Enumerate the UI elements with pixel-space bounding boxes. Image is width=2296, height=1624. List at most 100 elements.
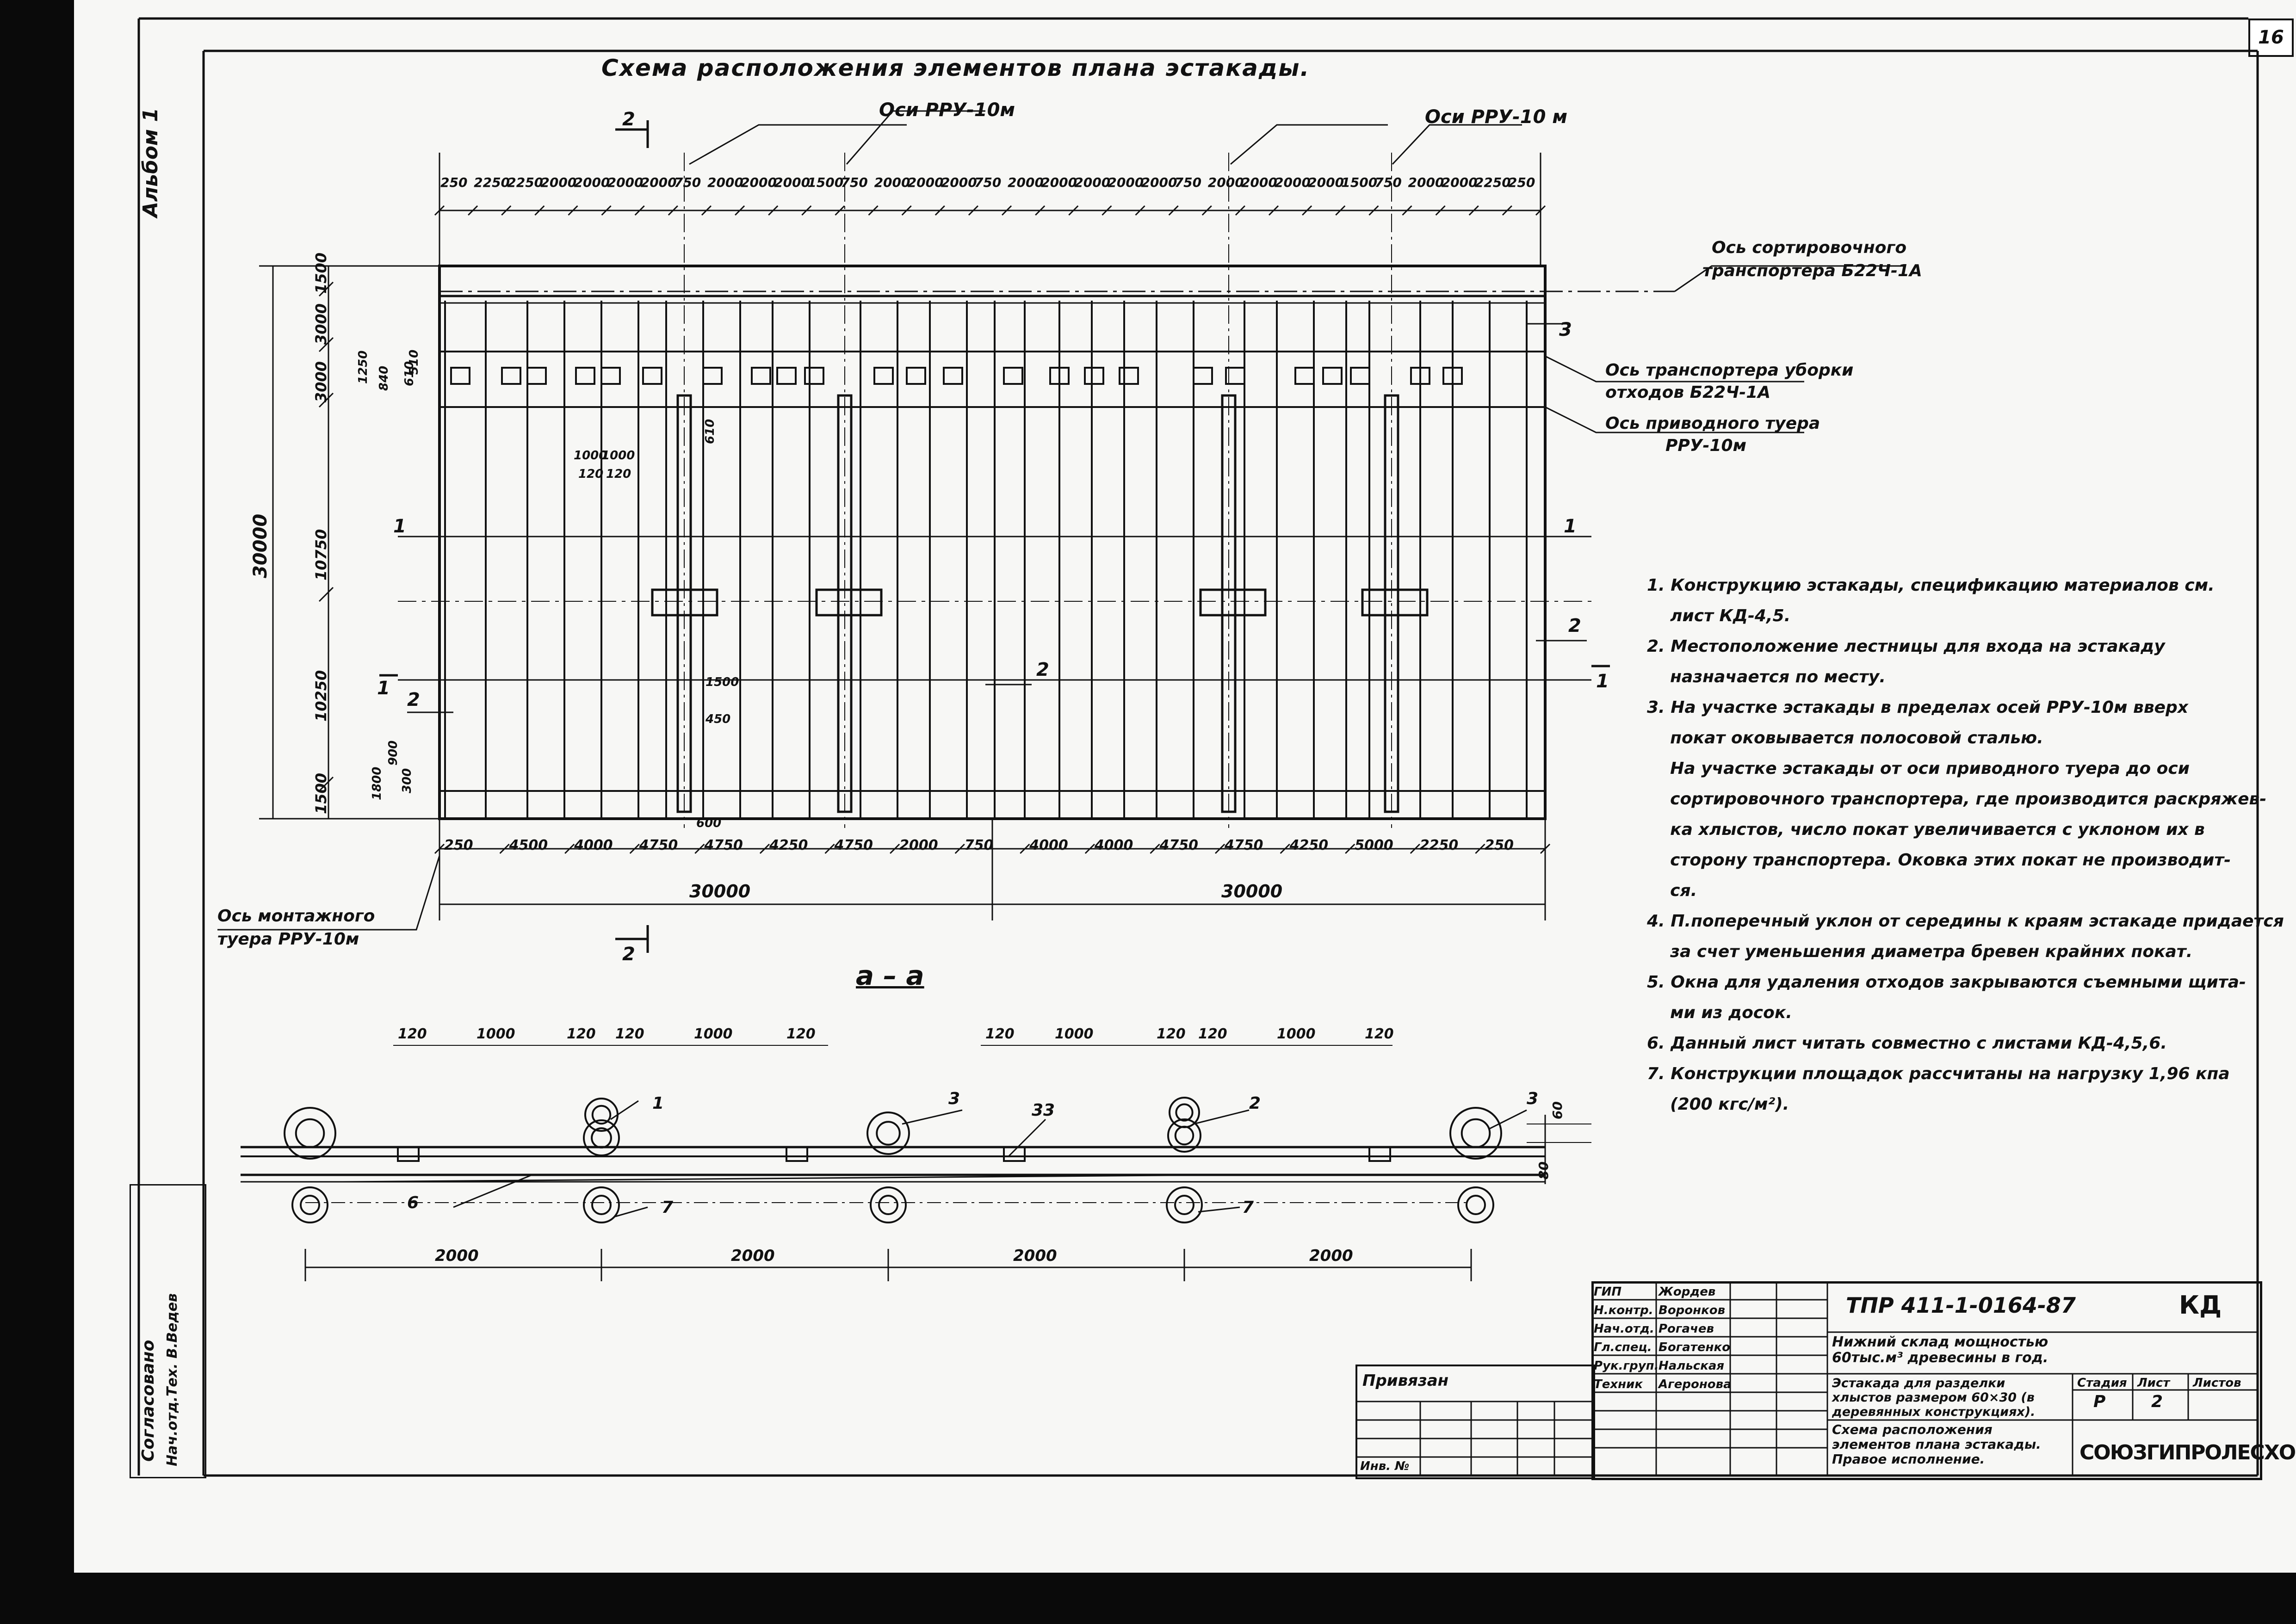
waste-conveyor-axis-label-2: отходов Б22Ч-1А — [1605, 383, 1771, 402]
top-dim-value: 750 — [1374, 175, 1402, 190]
dim-tick — [668, 205, 678, 216]
waste-window — [1350, 367, 1370, 385]
plank-lines — [444, 301, 1528, 819]
section-callout: 3 — [1527, 1089, 1539, 1108]
dim-tick — [568, 205, 578, 216]
note-line: сортировочного транспортера, где произво… — [1647, 790, 2267, 809]
section-top-dim: 120 — [567, 1026, 596, 1042]
note-line: На участке эстакады от оси приводного ту… — [1647, 759, 2190, 778]
section-top-dim: 120 — [1198, 1026, 1227, 1042]
waste-window — [1322, 367, 1343, 385]
top-dim-value: 2000 — [941, 175, 977, 190]
waste-window — [600, 367, 621, 385]
section-top-dim: 1000 — [694, 1026, 733, 1042]
dim-tick — [954, 843, 965, 854]
log-ring — [878, 1195, 898, 1215]
tb-name: Жордев — [1659, 1285, 1716, 1299]
waste-window — [1049, 367, 1070, 385]
scan-border-left — [0, 0, 74, 1624]
internal-dim-value: 610 — [703, 419, 717, 444]
top-dim-value: 2000 — [774, 175, 811, 190]
section-label: 1 — [1596, 671, 1609, 692]
waste-window — [642, 367, 662, 385]
stage-mark: КД — [2179, 1291, 2222, 1320]
top-dim-value: 2000 — [574, 175, 610, 190]
section-top-dim: 1000 — [477, 1026, 515, 1042]
bottom-dim-value: 4000 — [1029, 837, 1068, 853]
callout-leader — [453, 1174, 532, 1208]
dim-tick — [501, 205, 512, 216]
dim-tick — [629, 843, 640, 854]
callout-leader — [902, 1109, 963, 1125]
note-line: ка хлыстов, число покат увеличивается с … — [1647, 820, 2205, 839]
dim-tick — [1540, 843, 1551, 854]
bottom-dim-value: 250 — [444, 837, 473, 853]
sheet-frame — [137, 17, 2259, 1477]
waste-window — [873, 367, 894, 385]
page-number: 16 — [2258, 27, 2284, 48]
callout-leader — [610, 1100, 639, 1120]
side-stamp-line-1: Согласовано — [139, 1340, 158, 1462]
waste-window — [501, 367, 521, 385]
section-label: 1 — [377, 678, 390, 699]
top-dim-value: 2250 — [507, 175, 544, 190]
top-dim-value: 2000 — [540, 175, 577, 190]
waste-window — [702, 367, 723, 385]
log-top — [583, 1119, 620, 1156]
log-bottom — [1166, 1186, 1203, 1223]
dim-tick — [1102, 205, 1112, 216]
top-dim-value: 2000 — [707, 175, 743, 190]
note-line: 7. Конструкции площадок рассчитаны на на… — [1647, 1064, 2230, 1083]
section-cut-marks — [379, 120, 1610, 953]
dim-tick — [1475, 843, 1485, 854]
log-bottom — [1457, 1186, 1494, 1223]
waste-window — [1084, 367, 1104, 385]
title-block — [1591, 1281, 2262, 1480]
note-line: 2. Местоположение лестницы для входа на … — [1647, 637, 2165, 656]
top-dim-value: 750 — [974, 175, 1002, 190]
top-dim-value: 2000 — [874, 175, 910, 190]
dim-tick — [1435, 205, 1446, 216]
mount-tower-axis-label-2: туера РРУ-10м — [217, 930, 359, 949]
drive-tower-axis-label: Ось приводного туера — [1605, 414, 1820, 433]
plan-drawing — [137, 17, 2259, 1477]
dim-tick — [1268, 205, 1279, 216]
callout-leader — [1008, 1118, 1046, 1157]
overall-dim-left: 30000 — [689, 881, 751, 902]
dim-tick — [934, 205, 945, 216]
dim-tick — [694, 843, 705, 854]
top-dimension-line — [439, 153, 1541, 266]
bottom-dim-value: 4250 — [1289, 837, 1329, 853]
internal-dim-value: 1500 — [706, 675, 739, 689]
sheet-header: Лист — [2137, 1376, 2170, 1390]
top-dim-value: 1500 — [807, 175, 844, 190]
section-bottom-dim: 2000 — [731, 1247, 775, 1265]
dim-tick — [1150, 843, 1160, 854]
callout-leader — [1193, 1109, 1250, 1125]
tb-role: Рук.груп. — [1594, 1359, 1659, 1373]
dim-tick — [1084, 843, 1095, 854]
log-ring — [295, 1118, 325, 1149]
spacer-block — [397, 1146, 420, 1162]
top-dim-value: 2000 — [1008, 175, 1044, 190]
vertical-dim-value: 10750 — [312, 529, 330, 580]
spacer-block — [1368, 1146, 1391, 1162]
log-top — [1167, 1118, 1201, 1153]
section-mark-number: 1 — [1564, 516, 1577, 537]
vertical-dim-value: 3000 — [312, 303, 330, 345]
waste-window — [1410, 367, 1430, 385]
log-bottom — [583, 1186, 620, 1223]
waste-window — [1193, 367, 1213, 385]
note-line: 3. На участке эстакады в пределах осей Р… — [1647, 698, 2189, 717]
dim-tick — [1410, 843, 1420, 854]
section-logs — [284, 1097, 1527, 1223]
top-dim-value: 2000 — [1108, 175, 1144, 190]
internal-dim-value: 900 — [386, 740, 400, 766]
internal-dim-value: 510 — [407, 349, 421, 375]
top-dim-value: 2000 — [907, 175, 944, 190]
section-bottom-dim: 2000 — [1309, 1247, 1353, 1265]
section-top-dim: 120 — [786, 1026, 816, 1042]
bottom-dim-value: 2250 — [1419, 837, 1459, 853]
dim-tick — [1020, 843, 1030, 854]
section-callout: 2 — [1249, 1094, 1261, 1113]
